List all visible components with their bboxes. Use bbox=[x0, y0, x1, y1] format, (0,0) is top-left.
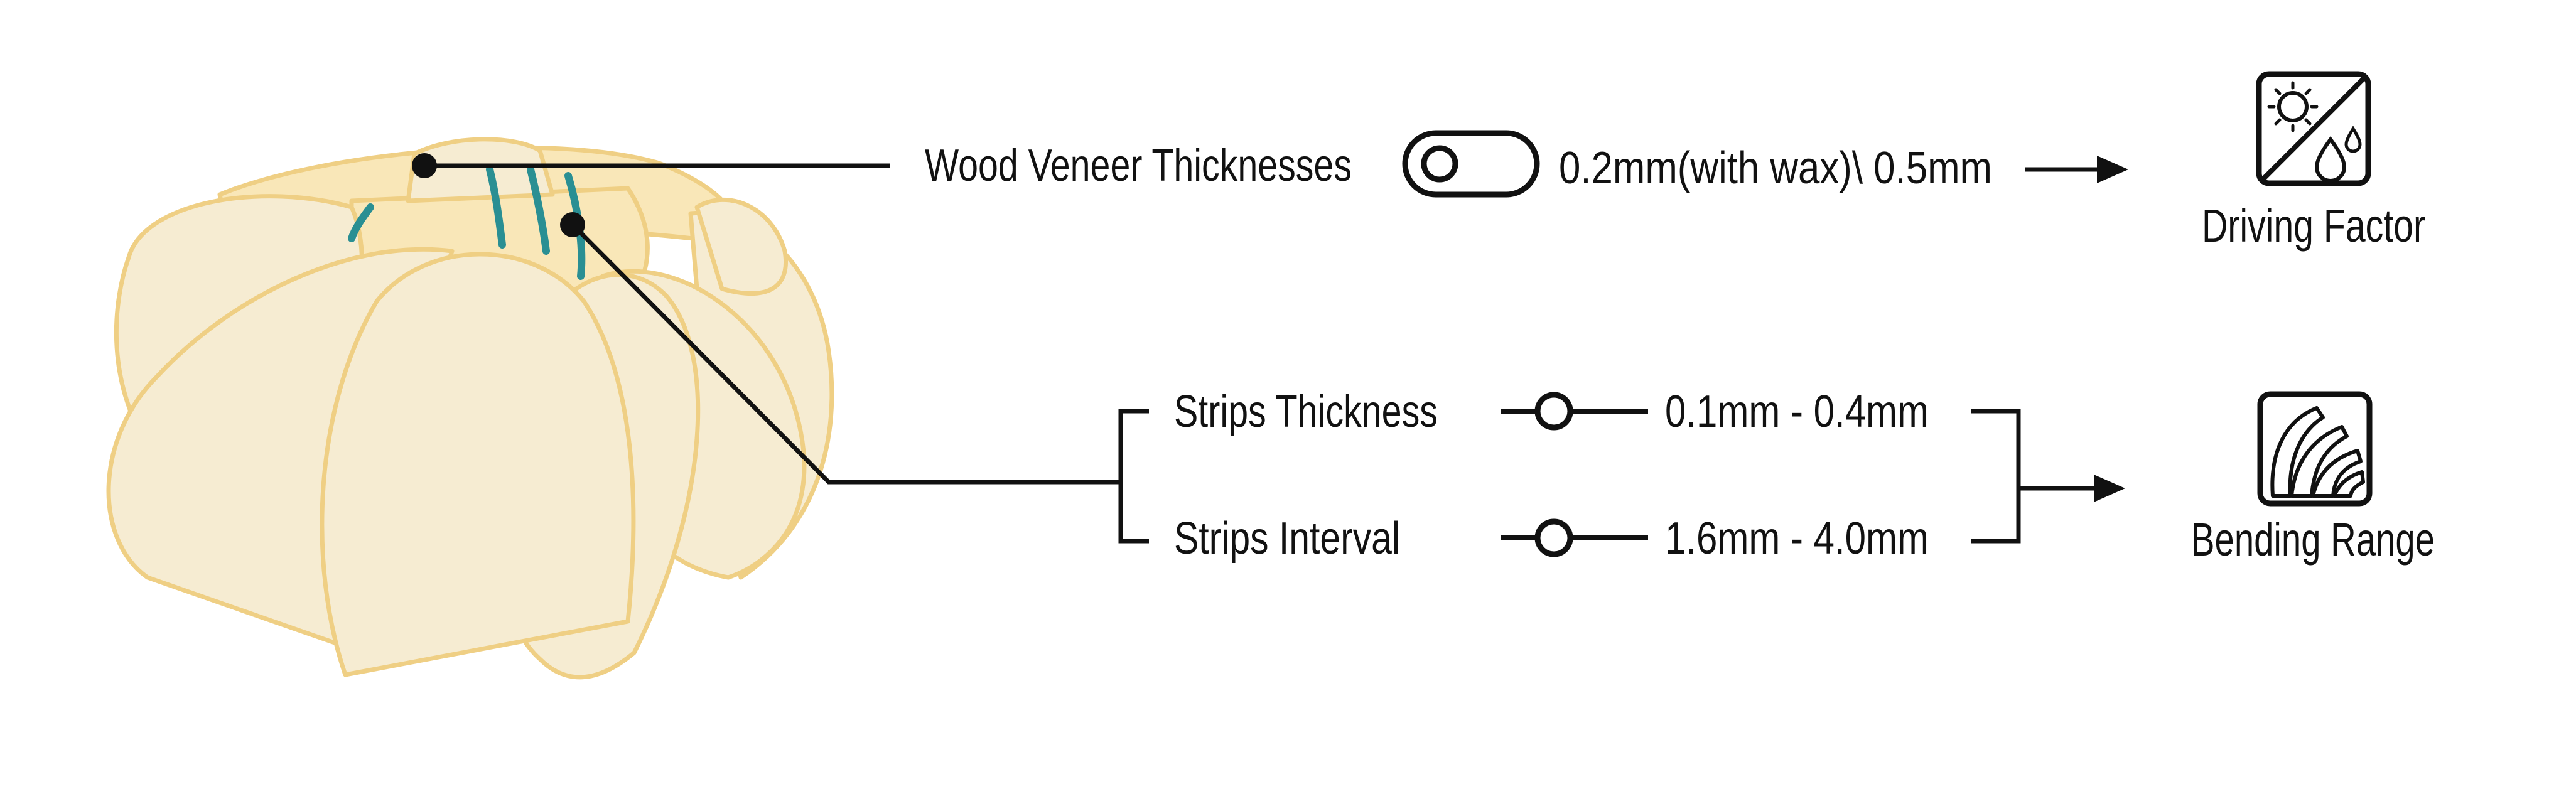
right-bracket bbox=[1971, 409, 2021, 544]
veneer-label: Wood Veneer Thicknesses bbox=[925, 141, 1352, 191]
teal-strip bbox=[486, 166, 506, 249]
right-small-petal bbox=[694, 197, 788, 296]
driving-arrowhead bbox=[2097, 156, 2128, 183]
strip-leader-line bbox=[571, 223, 1121, 485]
bending-layers-icon bbox=[2257, 391, 2373, 507]
bending-range-caption: Bending Range bbox=[2191, 513, 2435, 566]
wood-structure-illustration bbox=[106, 137, 834, 680]
strips-interval-value: 1.6mm - 4.0mm bbox=[1665, 513, 1929, 564]
connector-lines bbox=[427, 163, 2103, 544]
sun-water-crossed-icon bbox=[2256, 71, 2371, 186]
thickness-slider-icon[interactable] bbox=[1501, 392, 1648, 431]
arrowheads bbox=[2094, 156, 2128, 502]
interval-slider-icon[interactable] bbox=[1501, 518, 1648, 557]
center-front-petal bbox=[320, 252, 636, 677]
strips-thickness-value: 0.1mm - 0.4mm bbox=[1665, 387, 1929, 437]
strip-pointer-dot bbox=[560, 212, 585, 237]
veneer-pointer-dot bbox=[412, 153, 437, 178]
strips-interval-label: Strips Interval bbox=[1174, 513, 1400, 564]
veneer-value: 0.2mm(with wax)\ 0.5mm bbox=[1559, 143, 1992, 193]
toggle-switch-icon[interactable] bbox=[1402, 130, 1540, 198]
teal-strip bbox=[348, 203, 374, 242]
left-bracket bbox=[1118, 409, 1149, 544]
teal-strip bbox=[527, 166, 550, 255]
bending-arrowhead bbox=[2094, 475, 2125, 502]
top-tab-petal bbox=[406, 137, 555, 203]
strips-thickness-label: Strips Thickness bbox=[1174, 387, 1438, 437]
driving-factor-caption: Driving Factor bbox=[2202, 200, 2425, 252]
